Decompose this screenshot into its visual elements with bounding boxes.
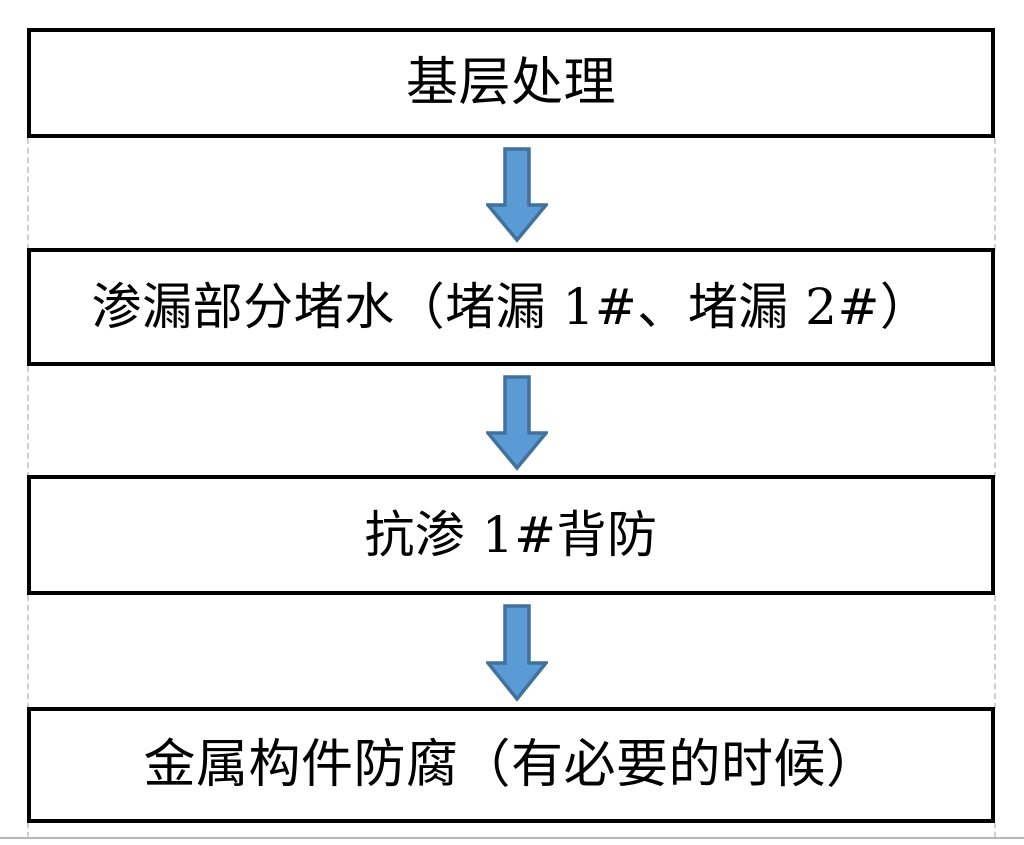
process-step-box-1[interactable]: 基层处理 [27,28,995,138]
process-step-box-3[interactable]: 抗渗 1#背防 [27,475,995,595]
page-guide-line-left [27,138,29,250]
process-step-label-3: 抗渗 1#背防 [364,505,658,564]
process-step-label-4: 金属构件防腐（有必要的时候） [143,734,879,795]
page-guide-line-right [994,138,996,250]
process-step-box-2[interactable]: 渗漏部分堵水（堵漏 1#、堵漏 2#） [27,248,995,366]
process-step-box-4[interactable]: 金属构件防腐（有必要的时候） [27,707,995,823]
page-guide-line-left [27,823,29,837]
page-guide-line-right [994,595,996,709]
process-step-label-2: 渗漏部分堵水（堵漏 1#、堵漏 2#） [91,277,931,336]
page-bottom-rule [0,837,1024,839]
process-step-label-1: 基层处理 [405,52,616,113]
down-arrow-icon [486,604,548,702]
page-guide-line-left [27,595,29,709]
page-guide-line-right [994,823,996,837]
page-guide-line-left [27,366,29,478]
page-guide-line-right [994,366,996,478]
down-arrow-icon [486,375,548,471]
down-arrow-icon [486,147,548,243]
